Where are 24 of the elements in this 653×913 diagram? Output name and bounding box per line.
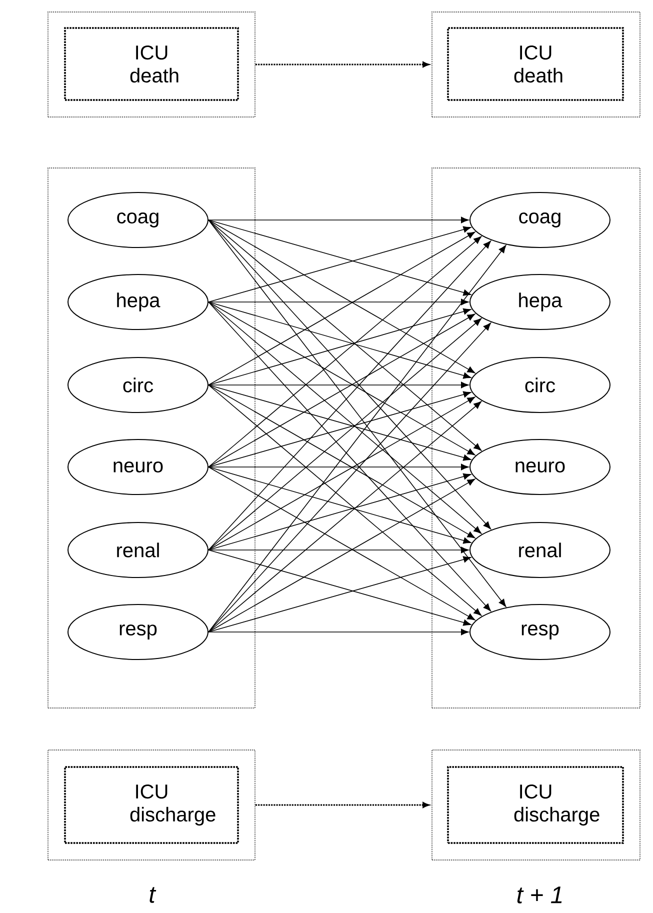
state-box: ICU death	[447, 27, 624, 101]
arrow	[208, 466, 472, 544]
arrow	[208, 546, 469, 554]
arrow	[208, 473, 472, 550]
arrow	[208, 216, 469, 224]
arrow	[255, 62, 430, 68]
state-box: ICU discharge	[64, 766, 239, 844]
arrow	[208, 382, 469, 388]
time-label: t + 1	[517, 886, 562, 904]
arrow	[208, 308, 472, 386]
arrow	[208, 298, 469, 306]
arrow	[208, 220, 472, 296]
time-label: t	[150, 887, 156, 903]
arrow	[208, 384, 472, 461]
arrow	[208, 226, 472, 302]
arrow	[255, 802, 430, 808]
arrow	[208, 628, 469, 636]
arrow	[208, 464, 469, 470]
state-box: ICU discharge	[447, 766, 624, 844]
state-box: ICU death	[64, 27, 239, 101]
arrow	[208, 391, 472, 468]
arrow	[208, 550, 472, 626]
arrow	[208, 302, 472, 379]
arrow	[208, 556, 472, 632]
